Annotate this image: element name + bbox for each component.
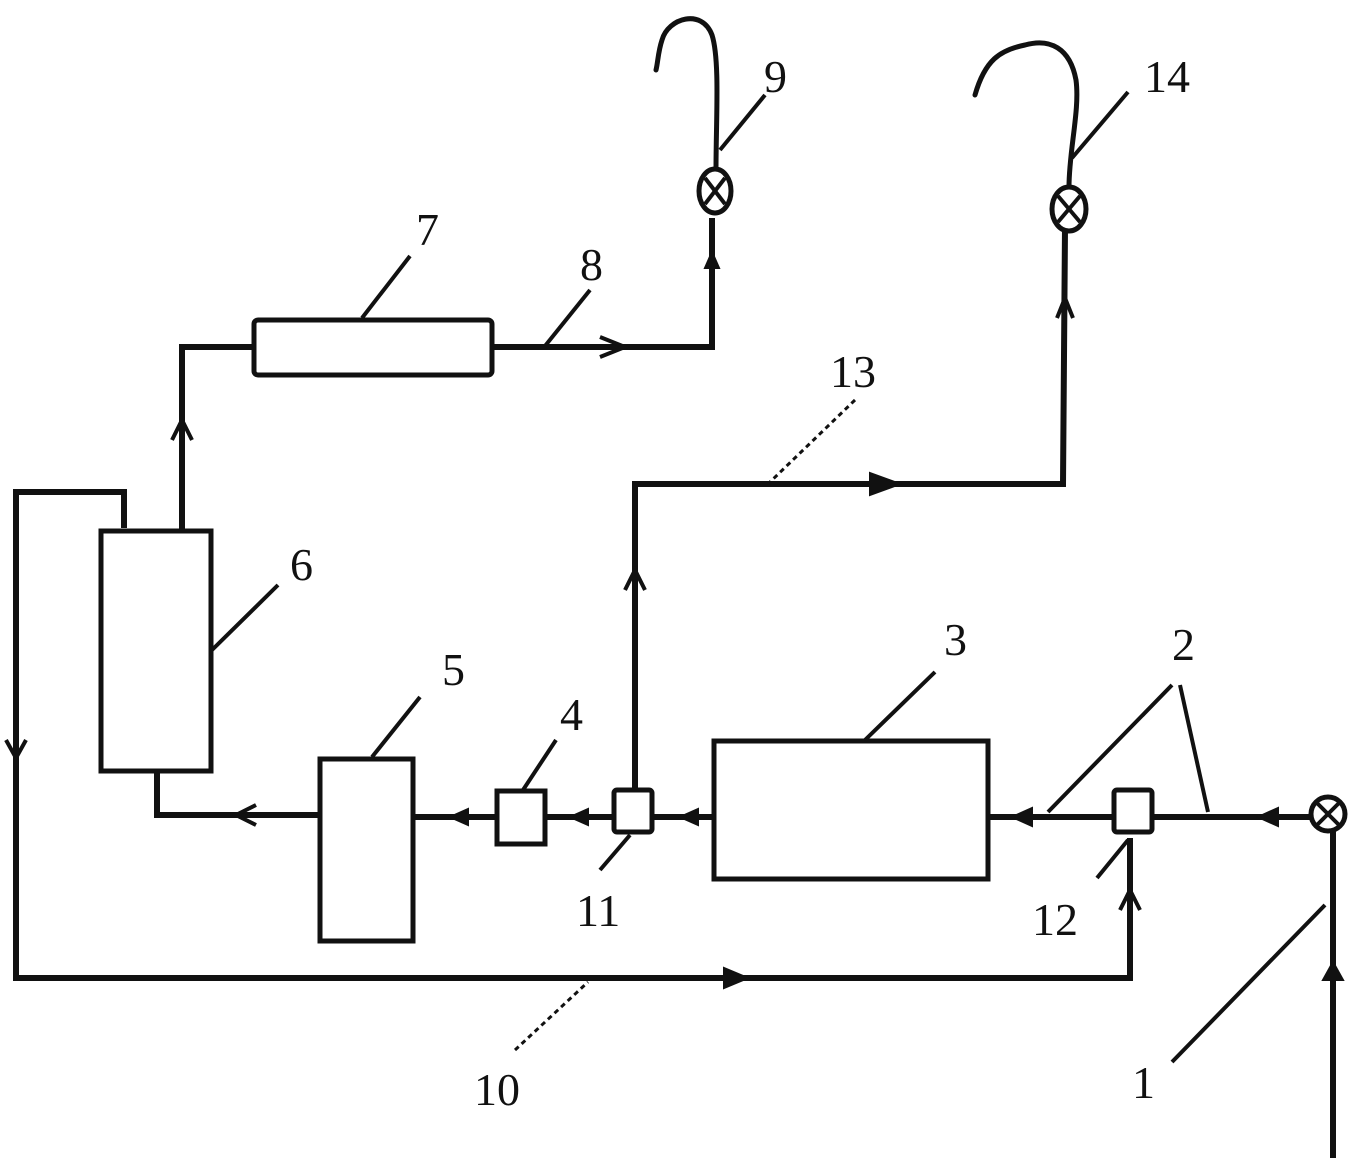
equipment — [98, 317, 1155, 944]
leader-2b — [1178, 684, 1210, 813]
tube-7 — [251, 317, 495, 378]
leader-5 — [370, 695, 422, 759]
pipe-tank6-to-tube7 — [179, 344, 254, 531]
leader-6 — [210, 583, 280, 652]
label-13: 13 — [830, 346, 876, 397]
arrow-left-2 — [1009, 806, 1033, 828]
arrow-up-9 — [703, 249, 721, 269]
leader-8 — [543, 288, 592, 348]
label-6: 6 — [290, 539, 313, 590]
unit-3 — [711, 738, 991, 882]
arrow-up-14 — [1055, 292, 1075, 319]
hose-9 — [653, 16, 720, 172]
label-14: 14 — [1144, 51, 1190, 102]
label-1: 1 — [1132, 1057, 1155, 1108]
pipes — [13, 218, 1336, 1158]
arrow-right-8 — [599, 335, 631, 359]
arrow-right-13 — [869, 471, 903, 497]
tank-6 — [98, 528, 214, 774]
pipe-13 — [632, 227, 1068, 797]
splitter-11 — [611, 787, 655, 835]
arrow-left-3 — [677, 807, 699, 827]
arrow-up-12 — [1118, 885, 1142, 911]
label-12: 12 — [1032, 894, 1078, 945]
arrow-left-6 — [231, 803, 257, 827]
arrow-down-10 — [4, 739, 28, 763]
hose-14 — [972, 40, 1080, 190]
outlet-hoses — [653, 16, 1080, 190]
label-4: 4 — [560, 689, 583, 740]
arrow-up-13 — [623, 565, 647, 591]
flow-arrows — [4, 249, 1345, 990]
label-2: 2 — [1172, 619, 1195, 670]
mixer-12 — [1111, 787, 1155, 835]
leader-11 — [598, 833, 632, 872]
leader-lines — [210, 90, 1327, 1064]
leader-10 — [513, 980, 590, 1052]
label-11: 11 — [576, 885, 620, 936]
arrow-left-4 — [567, 807, 589, 827]
pipe-unit5-to-tank6 — [154, 770, 320, 818]
label-5: 5 — [442, 644, 465, 695]
leader-1 — [1170, 903, 1327, 1064]
leader-2a — [1046, 683, 1174, 814]
pipe-10 — [13, 489, 1133, 981]
unit-4 — [494, 788, 548, 847]
inlet-valve — [1308, 794, 1348, 834]
leader-13 — [768, 398, 857, 484]
label-7: 7 — [416, 204, 439, 255]
leader-3 — [863, 670, 937, 742]
leader-7 — [360, 254, 412, 320]
unit-5 — [317, 756, 416, 944]
label-10: 10 — [474, 1064, 520, 1115]
leader-14 — [1070, 90, 1130, 160]
label-9: 9 — [764, 51, 787, 102]
valve-14 — [1049, 184, 1089, 234]
arrow-up-tank6 — [170, 415, 194, 441]
arrow-right-10 — [723, 966, 751, 990]
arrow-inlet-up — [1321, 959, 1345, 981]
label-3: 3 — [944, 614, 967, 665]
arrow-left-5 — [447, 807, 469, 827]
leader-9 — [718, 93, 767, 152]
valve-9 — [696, 166, 734, 216]
leader-12 — [1095, 838, 1130, 880]
reference-numerals: 1 2 3 4 5 6 7 8 9 10 11 12 13 14 — [290, 51, 1195, 1115]
leader-4 — [521, 738, 558, 792]
valves — [696, 166, 1348, 834]
arrow-left-1 — [1255, 806, 1279, 828]
label-8: 8 — [580, 239, 603, 290]
